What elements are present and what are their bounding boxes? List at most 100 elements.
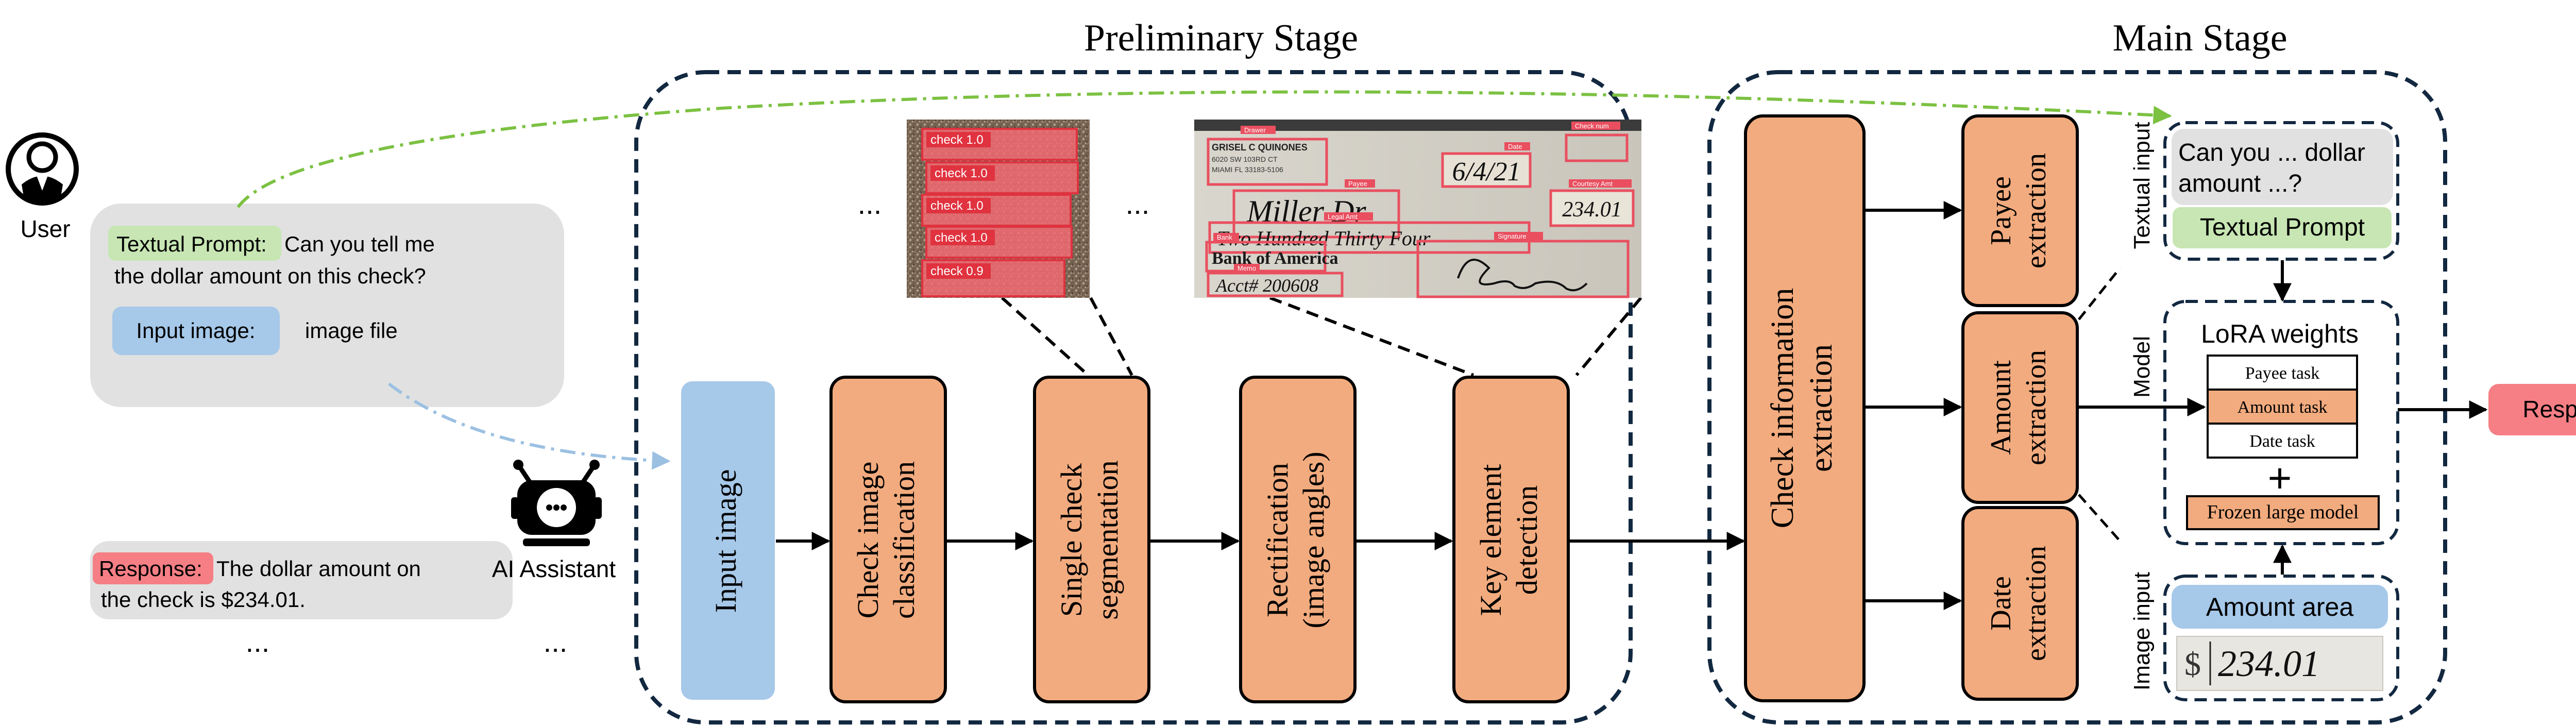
- detection-tag: [1241, 126, 1276, 134]
- main-stage-title: Main Stage: [2112, 17, 2287, 59]
- lora-group: [2163, 300, 2399, 545]
- response-box: [2488, 384, 2576, 435]
- detection-tag: [1213, 233, 1239, 241]
- segmented-check: check 1.0: [925, 161, 1079, 194]
- date-line2: extraction: [2020, 546, 2052, 661]
- detection-tag-label: Payee: [1348, 180, 1367, 188]
- question-line2: amount ...?: [2178, 170, 2302, 197]
- amount-extraction-box: Amount extraction: [1961, 311, 2079, 504]
- response-line2: the check is $234.01.: [101, 587, 306, 612]
- segment-label: check 0.9: [930, 264, 984, 278]
- segmented-check: check 1.0: [921, 128, 1078, 161]
- preliminary-ellipsis-2: ...: [1126, 188, 1150, 220]
- detection-tag-label: Memo: [1238, 264, 1256, 272]
- response-tag: [93, 552, 213, 584]
- check-photo-amount: 234.01: [1562, 198, 1622, 222]
- response-line1: The dollar amount on: [216, 557, 421, 581]
- crop-amount: 234.01: [2218, 643, 2320, 684]
- plus-sign: +: [2268, 455, 2292, 501]
- task-row: [2207, 389, 2358, 425]
- detection-tag-label: Legal Amt: [1328, 213, 1358, 221]
- image-input-label: Image input: [2129, 572, 2155, 690]
- prompt-to-main-arrow: [236, 90, 2172, 208]
- user-prompt-line1: Can you tell me: [284, 232, 435, 256]
- payee-line2: extraction: [2020, 153, 2052, 268]
- classification-box: Check image classification: [829, 376, 947, 703]
- amount-area-label: Amount area: [2206, 593, 2353, 621]
- date-line1: Date: [1985, 576, 2017, 631]
- user-prompt-line2: the dollar amount on this check?: [114, 264, 426, 288]
- textual-prompt-chip: [2173, 207, 2392, 248]
- response-box-label: Response: [2522, 396, 2576, 423]
- robot-icon: [511, 460, 602, 546]
- payee-extraction-box: Payee extraction: [1961, 114, 2079, 307]
- check-info-line1: Check information: [1765, 288, 1800, 529]
- detection-tag: [1571, 122, 1620, 130]
- check-photo-address1: 6020 SW 103RD CT: [1212, 155, 1278, 163]
- task-row: [2207, 355, 2358, 391]
- check-photo-words: Two Hundred Thirty Four: [1217, 227, 1431, 250]
- check-photo-signature: [1457, 259, 1588, 292]
- detection-line1: Key element: [1474, 464, 1507, 616]
- amount-crop-image: [2176, 636, 2383, 691]
- check-photo-bank: Bank of America: [1212, 249, 1338, 268]
- check-photo-date: 6/4/21: [1452, 157, 1521, 187]
- check-info-box: Check information extraction: [1744, 114, 1866, 702]
- question-bubble: [2172, 129, 2393, 205]
- assistant-ellipsis: ...: [544, 626, 568, 658]
- detection-box: Key element detection: [1452, 376, 1570, 703]
- model-label: Model: [2129, 336, 2155, 398]
- detection-tag: [1324, 212, 1373, 221]
- rectification-line1: Rectification: [1261, 463, 1294, 617]
- preliminary-stage-title: Preliminary Stage: [1084, 17, 1358, 59]
- classification-line2: classification: [887, 461, 921, 619]
- check-photo-address2: MIAMI FL 33183-5106: [1212, 165, 1283, 174]
- amount-line2: extraction: [2020, 350, 2052, 465]
- segmentation-box: Single check segmentation: [1033, 376, 1150, 703]
- main-stage-frame: [1707, 70, 2447, 724]
- ai-assistant-label: AI Assistant: [492, 555, 616, 582]
- amount-leader-up: [2078, 267, 2121, 321]
- user-label: User: [20, 215, 70, 242]
- check-photo-name: GRISEL C QUINONES: [1212, 142, 1308, 153]
- user-avatar-icon: [6, 132, 79, 206]
- response-tag-label: Response:: [99, 557, 202, 581]
- rectification-line2: (image angles): [1297, 451, 1330, 628]
- frozen-model-box: [2186, 495, 2380, 530]
- question-line1: Can you ... dollar: [2178, 139, 2365, 166]
- image-to-input-arrow: [388, 382, 671, 470]
- check-photo-leader-left: [1269, 296, 1475, 377]
- seg-photo-leader-right: [1089, 297, 1133, 376]
- classification-line1: Check image: [851, 462, 885, 618]
- seg-photo-leader-left: [1001, 296, 1090, 377]
- segmentation-line2: segmentation: [1091, 460, 1124, 619]
- detection-tag: [1345, 179, 1375, 188]
- input-image-box-label: Input image: [709, 469, 742, 613]
- detection-tag-label: Check num: [1575, 122, 1609, 130]
- rectification-box: Rectification (image angles): [1239, 376, 1357, 703]
- amount-line1: Amount: [1985, 360, 2017, 455]
- input-image-box: [681, 381, 775, 700]
- textual-prompt-chip-label: Textual Prompt: [2200, 214, 2365, 241]
- task-label: Amount task: [2238, 398, 2328, 417]
- frozen-model-label: Frozen large model: [2207, 501, 2359, 523]
- task-row: [2207, 423, 2358, 459]
- amount-leader-down: [2078, 494, 2121, 542]
- amount-area-chip: [2172, 585, 2388, 629]
- crop-dollar: $: [2184, 646, 2201, 682]
- detection-tag-label: Bank: [1217, 233, 1232, 241]
- preliminary-ellipsis-1: ...: [858, 188, 882, 220]
- input-image-tag-label: Input image:: [136, 318, 255, 343]
- segmentation-line1: Single check: [1055, 463, 1088, 617]
- lora-title: LoRA weights: [2201, 319, 2359, 348]
- detection-line2: detection: [1510, 485, 1544, 595]
- detection-tag: [1504, 142, 1530, 150]
- detection-tag-label: Signature: [1498, 232, 1527, 240]
- detection-tag-label: Drawer: [1244, 126, 1266, 134]
- input-image-value: image file: [305, 318, 398, 343]
- segmented-check: check 1.0: [921, 194, 1072, 227]
- segment-label: check 1.0: [935, 231, 988, 245]
